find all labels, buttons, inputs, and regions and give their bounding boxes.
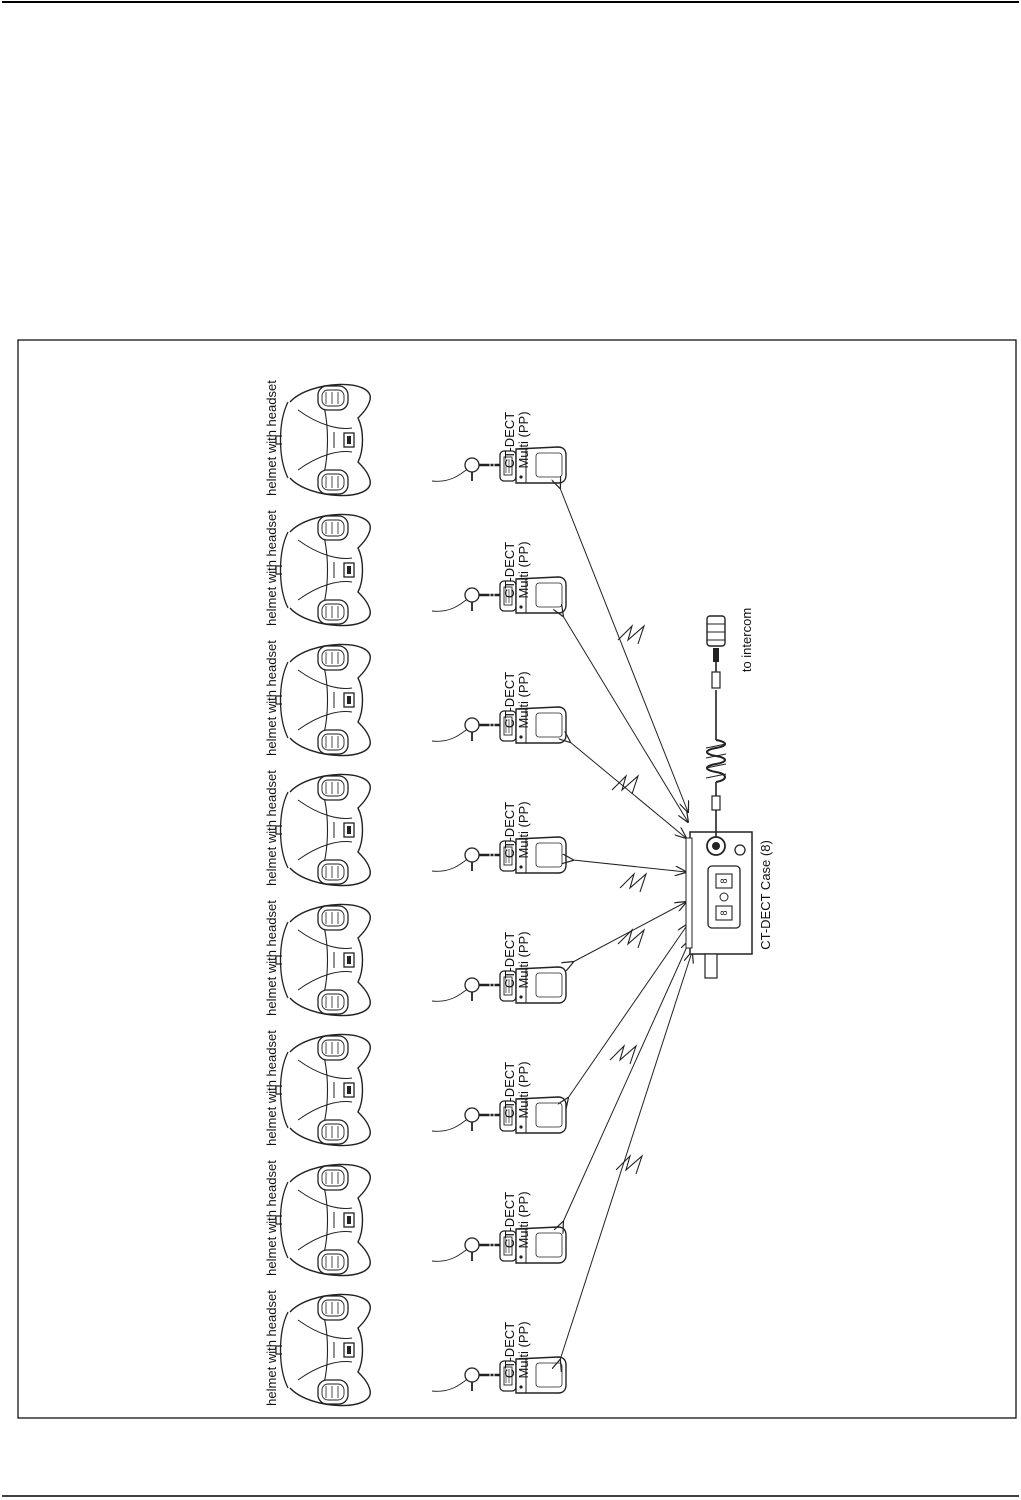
device-label-line-2: Multi (PP) <box>516 411 531 468</box>
radio-link-4 <box>573 860 686 872</box>
base-power-socket <box>734 844 746 856</box>
base-panel-label-1: 8 <box>719 878 729 883</box>
intercom-cable: to intercom <box>705 608 754 837</box>
radio-bolt-icon <box>611 775 639 795</box>
helmet-label: helmet with headset <box>264 1290 279 1406</box>
unit-5: helmet with headset CT-DECT Multi (PP) <box>264 900 568 1017</box>
helmet-headset-icon <box>275 643 371 757</box>
coiled-cable-icon <box>706 739 726 783</box>
device-label-line-1: CT-DECT <box>502 932 517 988</box>
helmet-headset-icon <box>275 903 371 1017</box>
helmet-label: helmet with headset <box>264 770 279 886</box>
helmet-label: helmet with headset <box>264 380 279 496</box>
unit-8: helmet with headset CT-DECT Multi (PP) <box>264 1290 568 1407</box>
radio-link-1 <box>560 488 688 812</box>
radio-bolt-icon <box>617 625 645 645</box>
helmet-headset-icon <box>275 383 371 497</box>
device-label-line-2: Multi (PP) <box>516 801 531 858</box>
helmet-headset-icon <box>275 513 371 627</box>
handset-icon <box>430 835 568 875</box>
radio-link-2 <box>563 616 688 822</box>
unit-6: helmet with headset CT-DECT Multi (PP) <box>264 1030 568 1147</box>
radio-bolt-icon <box>619 873 647 893</box>
radio-link-3 <box>570 742 686 838</box>
device-label-line-2: Multi (PP) <box>516 671 531 728</box>
device-label-line-1: CT-DECT <box>502 1062 517 1118</box>
intercom-plug-icon <box>706 615 726 647</box>
device-label-line-2: Multi (PP) <box>516 931 531 988</box>
intercom-cable-label: to intercom <box>739 608 754 672</box>
device-label-line-1: CT-DECT <box>502 412 517 468</box>
figure-frame <box>17 339 1017 1419</box>
handset-icon <box>430 705 568 745</box>
helmet-label: helmet with headset <box>264 1030 279 1146</box>
device-label-line-1: CT-DECT <box>502 672 517 728</box>
helmet-headset-icon <box>275 1293 371 1407</box>
handset-icon <box>430 1095 568 1135</box>
handset-icon <box>430 1225 568 1265</box>
radio-bolt-icon <box>615 1155 643 1175</box>
radio-bolt-icon <box>617 929 645 949</box>
radio-link-6 <box>568 924 688 1098</box>
base-panel-label-2: 8 <box>719 910 729 915</box>
radio-bolt-icon <box>609 1045 637 1065</box>
unit-1: helmet with headset CT-DECT Multi (PP) <box>264 380 568 497</box>
helmet-label: helmet with headset <box>264 900 279 1016</box>
helmet-label: helmet with headset <box>264 640 279 756</box>
device-label-line-2: Multi (PP) <box>516 1321 531 1378</box>
unit-4: helmet with headset CT-DECT Multi (PP) <box>264 770 568 887</box>
device-label-line-2: Multi (PP) <box>516 1061 531 1118</box>
base-station: 8 8 CT-DECT Case (8) <box>685 831 773 979</box>
radio-bolts <box>609 625 647 1175</box>
helmet-headset-icon <box>275 1163 371 1277</box>
handset-icon <box>430 965 568 1005</box>
handset-icon <box>430 445 568 485</box>
helmet-headset-icon <box>275 773 371 887</box>
device-label-line-2: Multi (PP) <box>516 1191 531 1248</box>
handset-icon <box>430 575 568 615</box>
helmet-label: helmet with headset <box>264 510 279 626</box>
unit-2: helmet with headset CT-DECT Multi (PP) <box>264 510 568 627</box>
radio-link-8 <box>560 952 692 1360</box>
base-station-label: CT-DECT Case (8) <box>758 840 773 950</box>
unit-3: helmet with headset CT-DECT Multi (PP) <box>264 640 568 757</box>
device-label-line-1: CT-DECT <box>502 802 517 858</box>
device-label-line-2: Multi (PP) <box>516 541 531 598</box>
helmet-label: helmet with headset <box>264 1160 279 1276</box>
device-label-line-1: CT-DECT <box>502 1322 517 1378</box>
unit-7: helmet with headset CT-DECT Multi (PP) <box>264 1160 568 1277</box>
radio-links <box>560 488 692 1360</box>
helmet-headset-icon <box>275 1033 371 1147</box>
handset-icon <box>430 1355 568 1395</box>
device-label-line-1: CT-DECT <box>502 1192 517 1248</box>
device-label-line-1: CT-DECT <box>502 542 517 598</box>
radio-link-7 <box>563 940 690 1222</box>
